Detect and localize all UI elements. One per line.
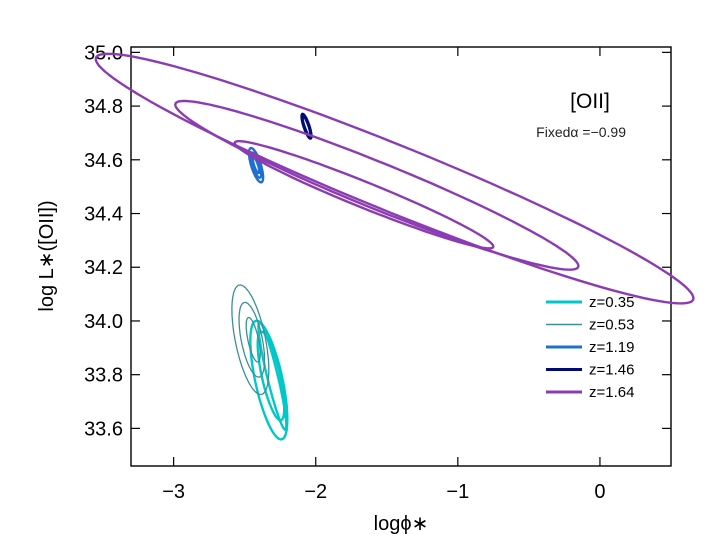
contour-layer <box>94 52 695 441</box>
contour-level-2 <box>238 301 266 378</box>
contour-level-1 <box>245 316 261 363</box>
annotation-title: [OII] <box>570 90 610 113</box>
legend: z=0.35 z=0.53 z=1.19 z=1.46 z=1.64 <box>546 294 634 401</box>
x-axis-label: logϕ∗ <box>374 513 429 535</box>
x-tick-label: −1 <box>446 481 469 503</box>
legend-label: z=1.19 <box>589 339 634 356</box>
legend-label: z=0.35 <box>589 294 634 311</box>
series-z=0.35 <box>249 319 289 441</box>
y-tick-label: 34.0 <box>84 311 123 333</box>
contour-level-3 <box>94 52 695 305</box>
y-tick-label: 33.6 <box>84 418 123 440</box>
y-tick-label: 34.8 <box>84 96 123 118</box>
contour-level-2 <box>256 330 286 422</box>
y-tick-label: 34.4 <box>84 204 123 226</box>
legend-label: z=1.46 <box>589 362 634 379</box>
contour-level-1 <box>233 139 495 250</box>
legend-label: z=1.64 <box>589 384 634 401</box>
x-tick-label: −3 <box>162 481 185 503</box>
legend-label: z=0.53 <box>589 317 634 334</box>
contour-level-3 <box>247 146 265 184</box>
y-tick-label: 33.8 <box>84 365 123 387</box>
x-tick-label: −2 <box>304 481 327 503</box>
series-z=1.64 <box>94 52 695 305</box>
y-tick-label: 34.6 <box>84 150 123 172</box>
y-axis-label: log L∗([OII]) <box>36 200 58 311</box>
contour-level-3 <box>231 284 270 396</box>
plot-frame <box>130 46 672 467</box>
y-tick-label: 34.2 <box>84 257 123 279</box>
annotation-fixed-alpha: Fixedα =−0.99 <box>536 124 626 140</box>
x-tick-label: 0 <box>594 481 605 503</box>
series-z=0.53 <box>231 284 270 396</box>
contour-level-3 <box>249 319 289 441</box>
